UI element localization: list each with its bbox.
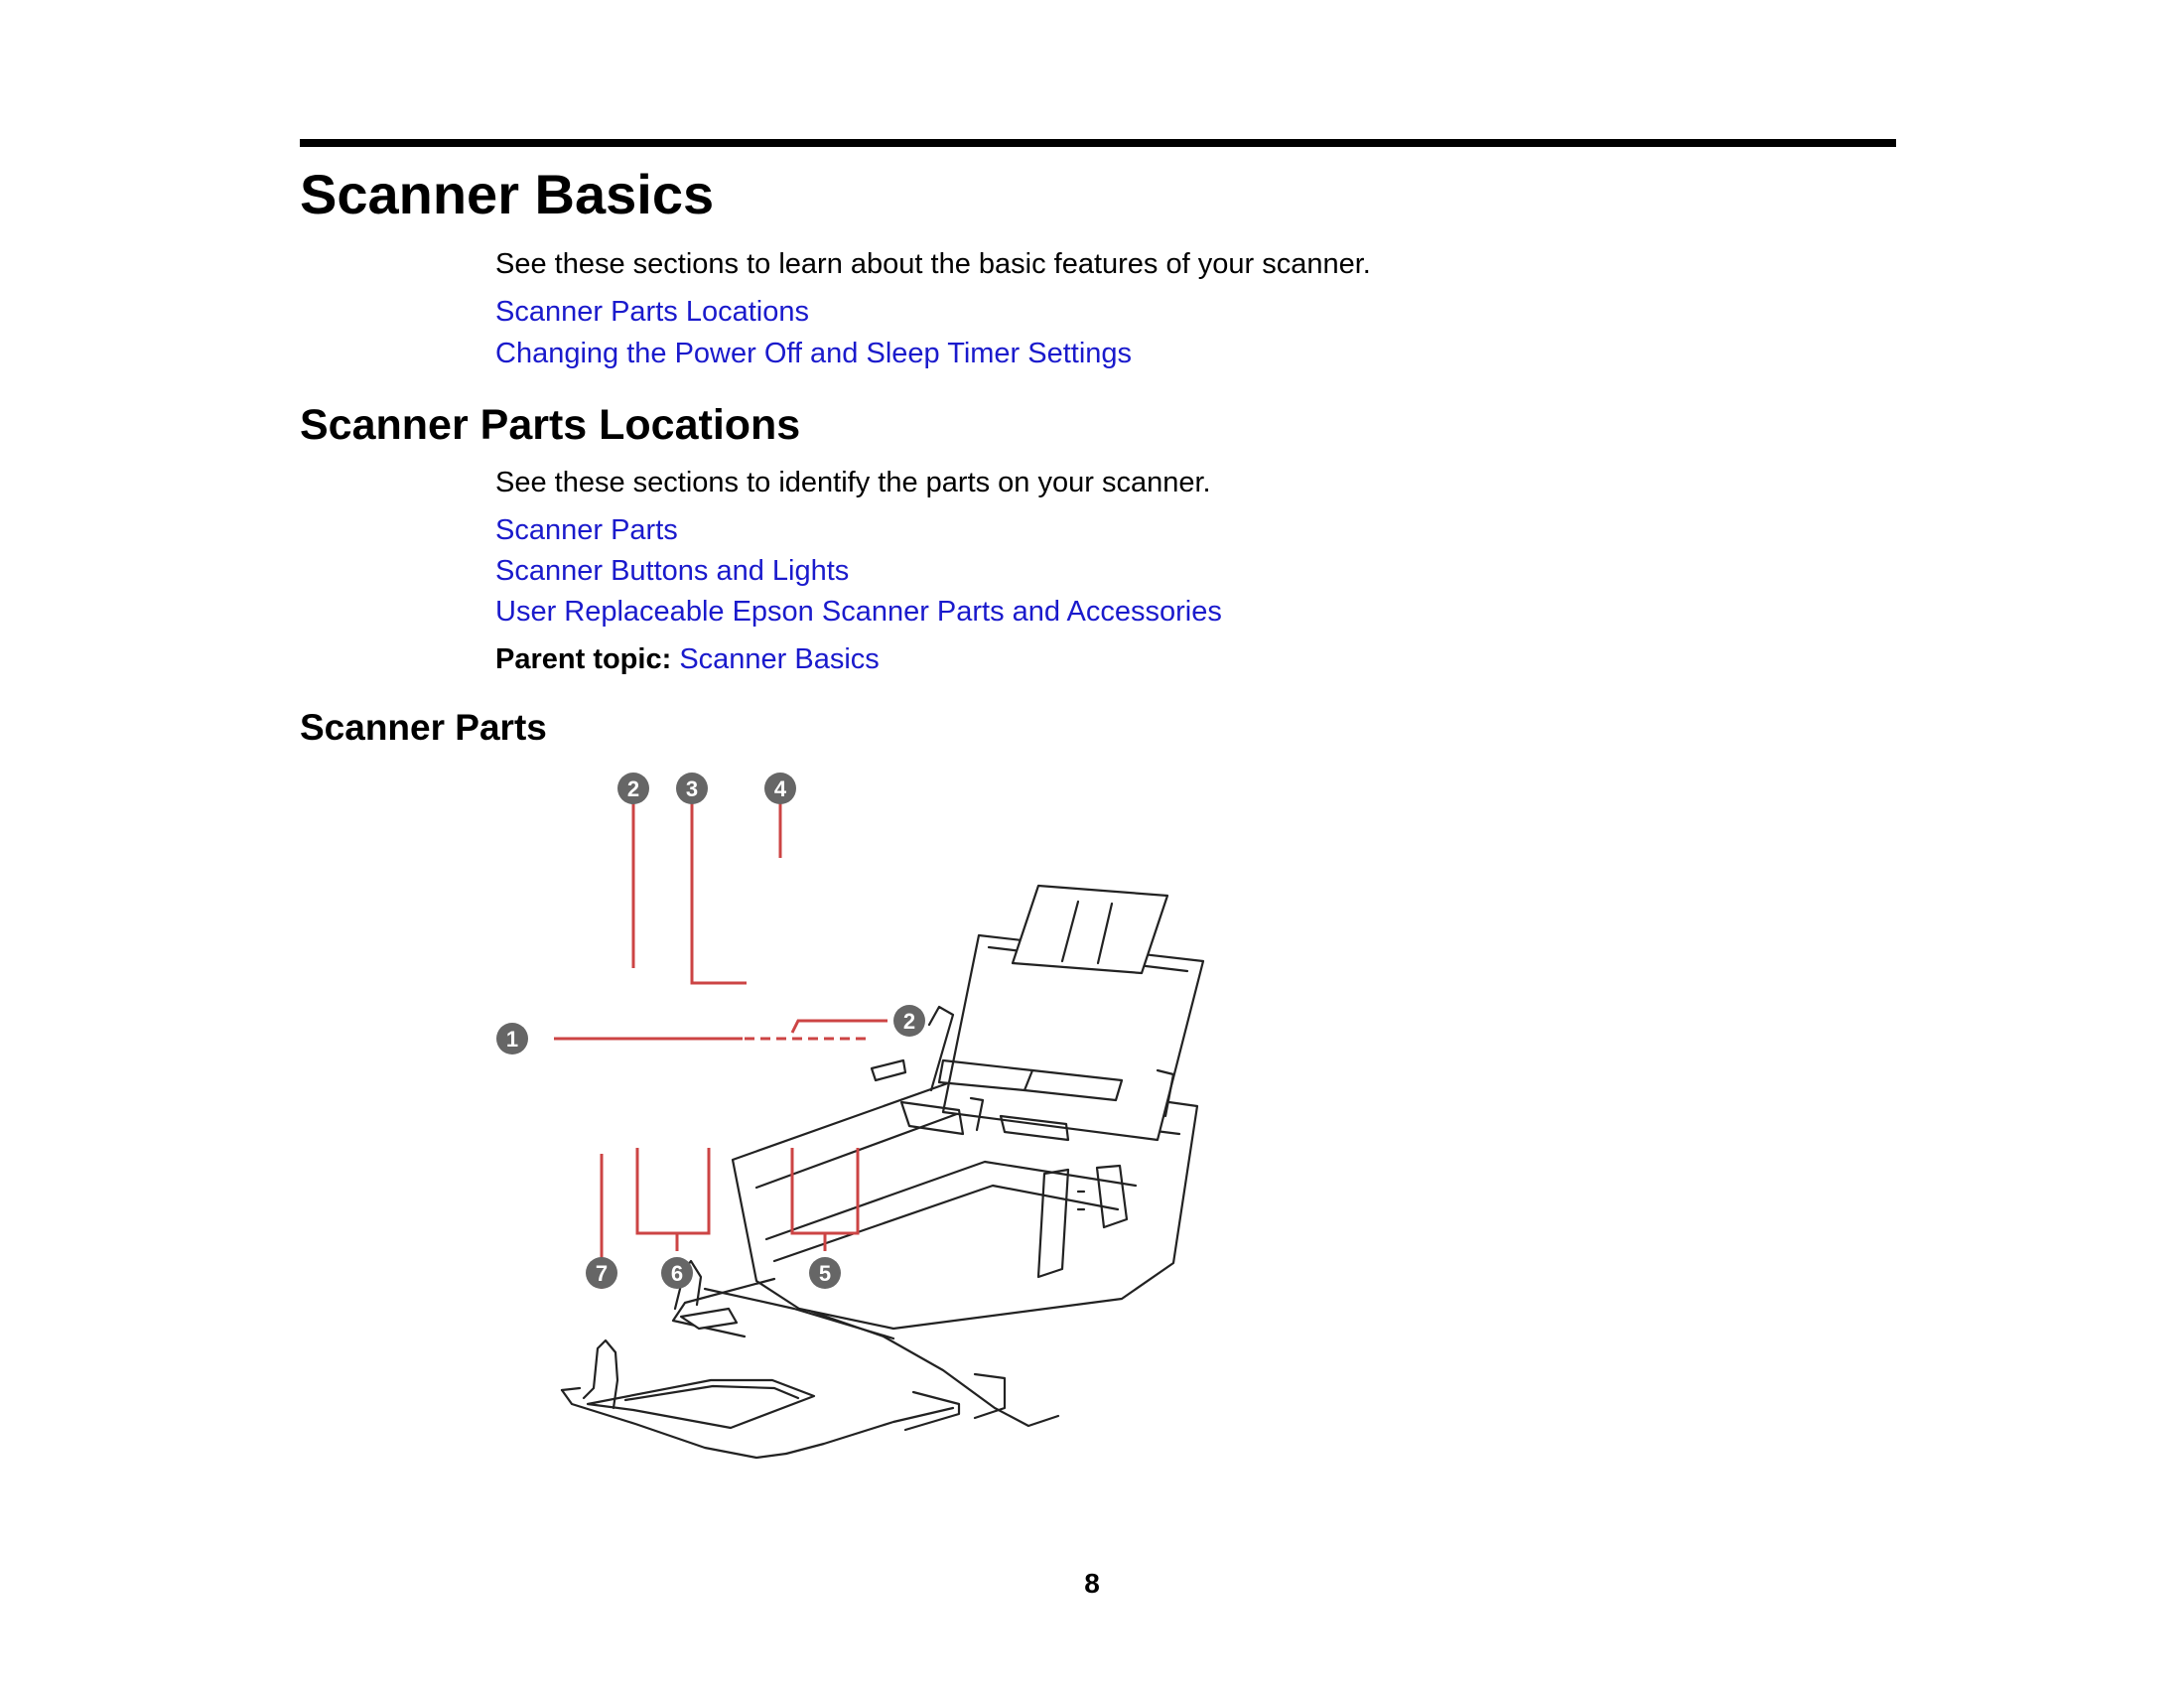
- heading-scanner-parts: Scanner Parts: [300, 707, 547, 748]
- callout-3: 3: [676, 773, 708, 804]
- link-buttons-and-lights[interactable]: Scanner Buttons and Lights: [495, 555, 850, 587]
- callout-leaders: [554, 798, 887, 1289]
- parent-topic-label: Parent topic:: [495, 643, 672, 675]
- svg-text:7: 7: [596, 1261, 608, 1286]
- callout-5: 5: [809, 1257, 841, 1289]
- heading-scanner-parts-locations: Scanner Parts Locations: [300, 401, 801, 449]
- scanner-illustration: 1 2 3 4 2: [496, 773, 1205, 1460]
- basics-intro: See these sections to learn about the ba…: [495, 248, 1371, 280]
- scanner-parts-figure: 1 2 3 4 2: [477, 773, 1330, 1507]
- callout-4: 4: [764, 773, 796, 804]
- svg-text:2: 2: [903, 1009, 915, 1034]
- svg-text:1: 1: [506, 1027, 518, 1052]
- heading-scanner-basics: Scanner Basics: [300, 163, 715, 225]
- top-rule: [300, 139, 1896, 147]
- link-scanner-parts[interactable]: Scanner Parts: [495, 514, 678, 546]
- scanner-drawing: [560, 884, 1205, 1460]
- link-replaceable-parts[interactable]: User Replaceable Epson Scanner Parts and…: [495, 596, 1222, 628]
- link-parent-scanner-basics[interactable]: Scanner Basics: [679, 643, 880, 675]
- svg-text:4: 4: [774, 776, 787, 801]
- page-number: 8: [1084, 1568, 1100, 1599]
- svg-text:3: 3: [686, 776, 698, 801]
- callout-1: 1: [496, 1023, 528, 1055]
- callout-2-left: 2: [617, 773, 649, 804]
- callout-6: 6: [661, 1257, 693, 1289]
- link-power-off-sleep-timer[interactable]: Changing the Power Off and Sleep Timer S…: [495, 338, 1133, 369]
- svg-text:2: 2: [627, 776, 639, 801]
- parts-locations-intro: See these sections to identify the parts…: [495, 467, 1211, 498]
- link-scanner-parts-locations[interactable]: Scanner Parts Locations: [495, 296, 809, 328]
- svg-text:5: 5: [819, 1261, 831, 1286]
- callout-7: 7: [586, 1257, 617, 1289]
- svg-text:6: 6: [671, 1261, 683, 1286]
- callout-markers: 1 2 3 4 2: [496, 773, 925, 1289]
- parent-topic: Parent topic: Scanner Basics: [495, 641, 880, 677]
- callout-2-right: 2: [893, 1005, 925, 1037]
